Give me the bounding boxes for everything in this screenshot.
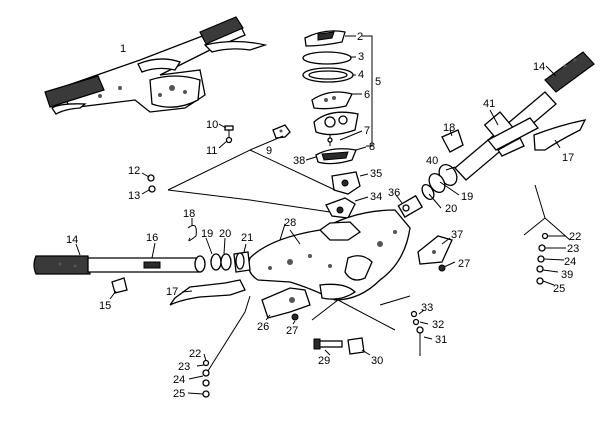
left-screw-stack xyxy=(187,353,210,398)
small-screw-parts xyxy=(141,123,291,195)
label-29: 29 xyxy=(318,355,330,367)
label-27a: 27 xyxy=(286,325,298,337)
label-9: 9 xyxy=(266,145,272,157)
lower-center-parts xyxy=(261,287,433,356)
label-17b: 17 xyxy=(562,152,574,164)
label-24a: 24 xyxy=(173,374,185,386)
label-22a: 22 xyxy=(189,348,201,360)
label-40: 40 xyxy=(426,155,438,167)
label-36: 36 xyxy=(388,187,400,199)
label-27b: 27 xyxy=(458,258,470,270)
label-8: 8 xyxy=(369,141,375,153)
label-14a: 14 xyxy=(66,234,78,246)
label-34: 34 xyxy=(370,191,382,203)
label-25b: 25 xyxy=(553,283,565,295)
label-1: 1 xyxy=(120,43,126,55)
label-37: 37 xyxy=(451,229,463,241)
label-26: 26 xyxy=(257,321,269,333)
right-screw-stack xyxy=(523,184,571,286)
label-22b: 22 xyxy=(569,231,581,243)
label-20b: 20 xyxy=(445,203,457,215)
right-handlebar-parts xyxy=(395,51,595,272)
label-11: 11 xyxy=(206,145,217,157)
label-33: 33 xyxy=(421,302,433,314)
label-17a: 17 xyxy=(166,286,178,298)
label-16: 16 xyxy=(146,232,158,244)
label-31: 31 xyxy=(435,334,447,346)
label-35: 35 xyxy=(370,168,382,180)
label-19b: 19 xyxy=(461,191,473,203)
label-4: 4 xyxy=(358,69,364,81)
label-15: 15 xyxy=(99,300,111,312)
label-6: 6 xyxy=(364,89,370,101)
label-18b: 18 xyxy=(443,122,455,134)
label-13: 13 xyxy=(128,190,140,202)
label-23a: 23 xyxy=(178,361,190,373)
label-18a: 18 xyxy=(183,208,195,220)
label-20a: 20 xyxy=(219,228,231,240)
label-24b: 24 xyxy=(564,256,576,268)
switch-bracket xyxy=(167,135,369,219)
assembled-handlebar xyxy=(44,16,268,115)
label-14b: 14 xyxy=(533,61,545,73)
label-7: 7 xyxy=(364,125,370,137)
label-32: 32 xyxy=(432,319,444,331)
left-handlebar-parts xyxy=(33,218,286,375)
label-12: 12 xyxy=(128,165,140,177)
label-41: 41 xyxy=(483,98,495,110)
speedometer-stack xyxy=(302,30,373,165)
label-23b: 23 xyxy=(567,243,579,255)
label-10: 10 xyxy=(206,119,218,131)
label-2: 2 xyxy=(357,31,363,43)
part-number-labels: 1 2 3 4 5 6 7 8 9 10 11 12 13 14 14 15 1… xyxy=(66,31,581,400)
label-28: 28 xyxy=(284,217,296,229)
label-39: 39 xyxy=(561,269,573,281)
label-5: 5 xyxy=(375,76,381,88)
label-38: 38 xyxy=(293,155,305,167)
label-25a: 25 xyxy=(173,388,185,400)
label-30: 30 xyxy=(371,355,383,367)
label-19a: 19 xyxy=(201,228,213,240)
handlebar-body xyxy=(247,209,411,301)
label-21: 21 xyxy=(241,232,253,244)
label-3: 3 xyxy=(358,51,364,63)
